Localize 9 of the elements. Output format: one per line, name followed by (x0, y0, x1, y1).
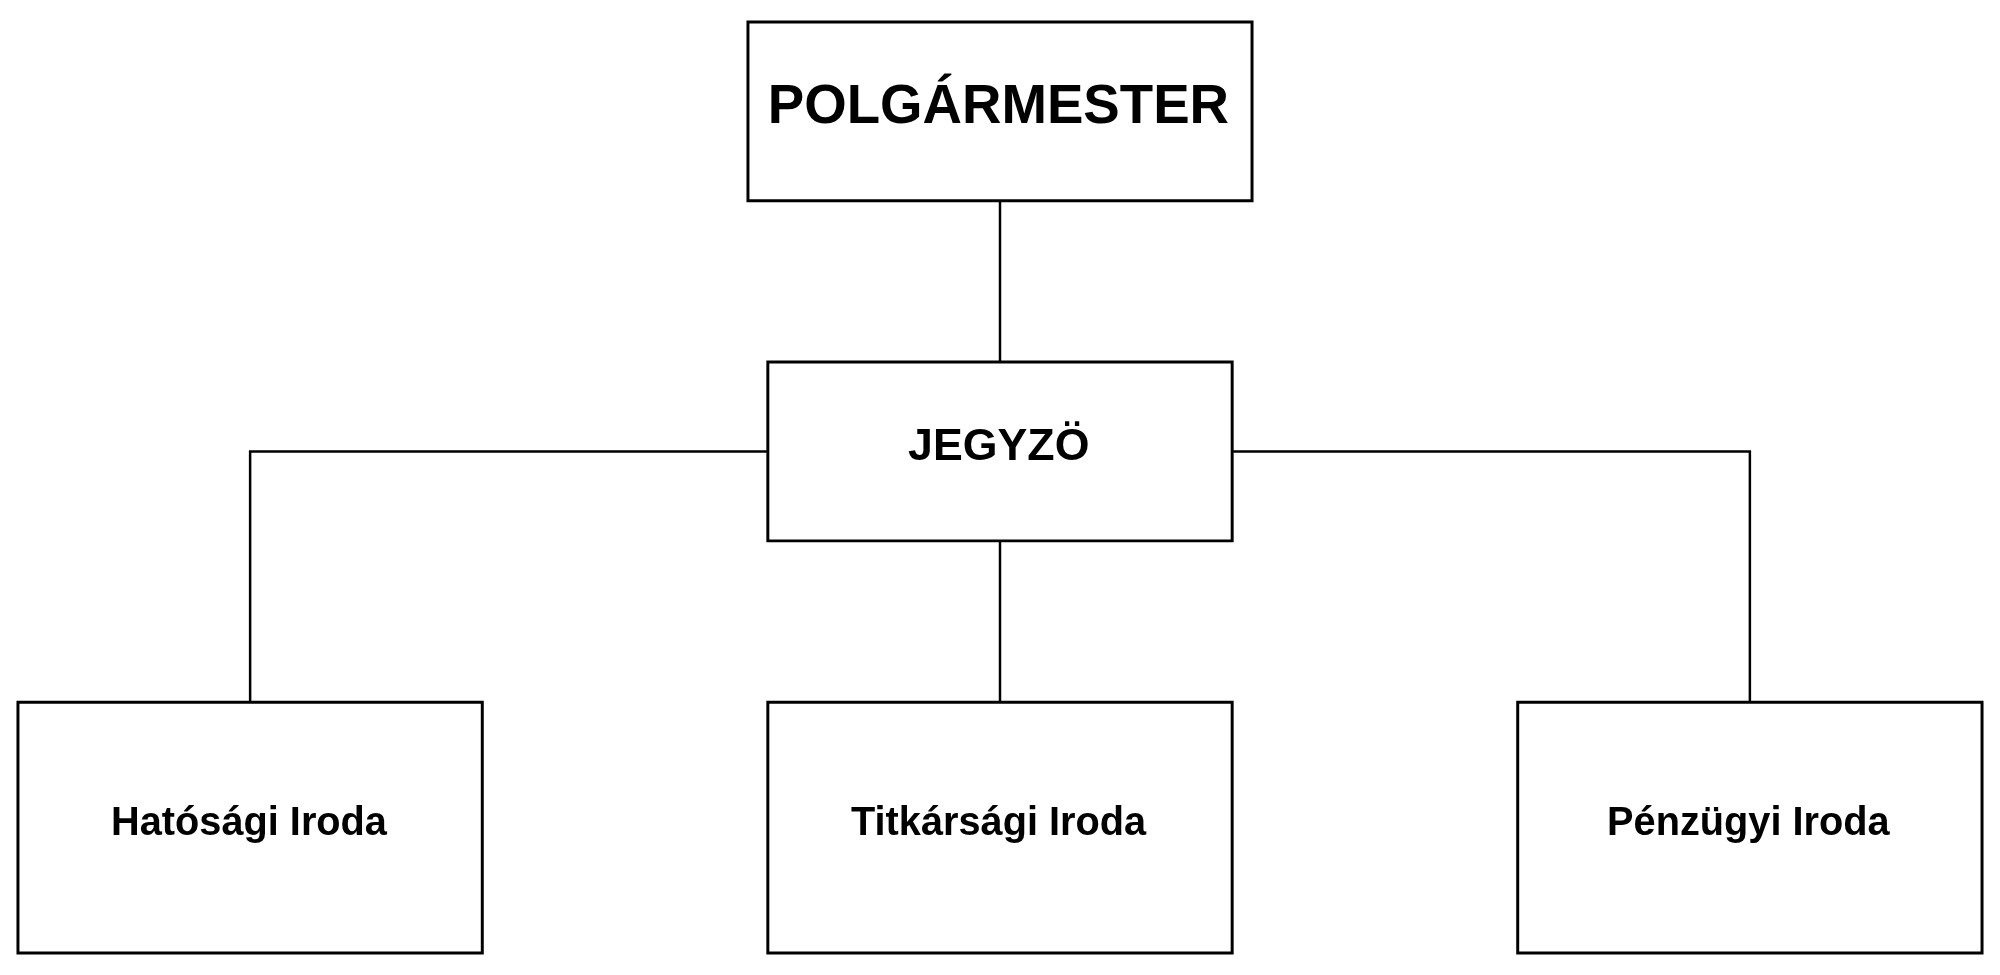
connector (998, 541, 1002, 703)
connector (248, 450, 767, 702)
node-box: Titkársági Iroda (766, 700, 1234, 955)
node-box: Pénzügyi Iroda (1516, 700, 1984, 955)
connector (1233, 450, 1752, 702)
node-box: JEGYZÖ (766, 360, 1234, 543)
node-box: POLGÁRMESTER (746, 20, 1254, 203)
node-box: Hatósági Iroda (16, 700, 484, 955)
connector (998, 201, 1002, 362)
